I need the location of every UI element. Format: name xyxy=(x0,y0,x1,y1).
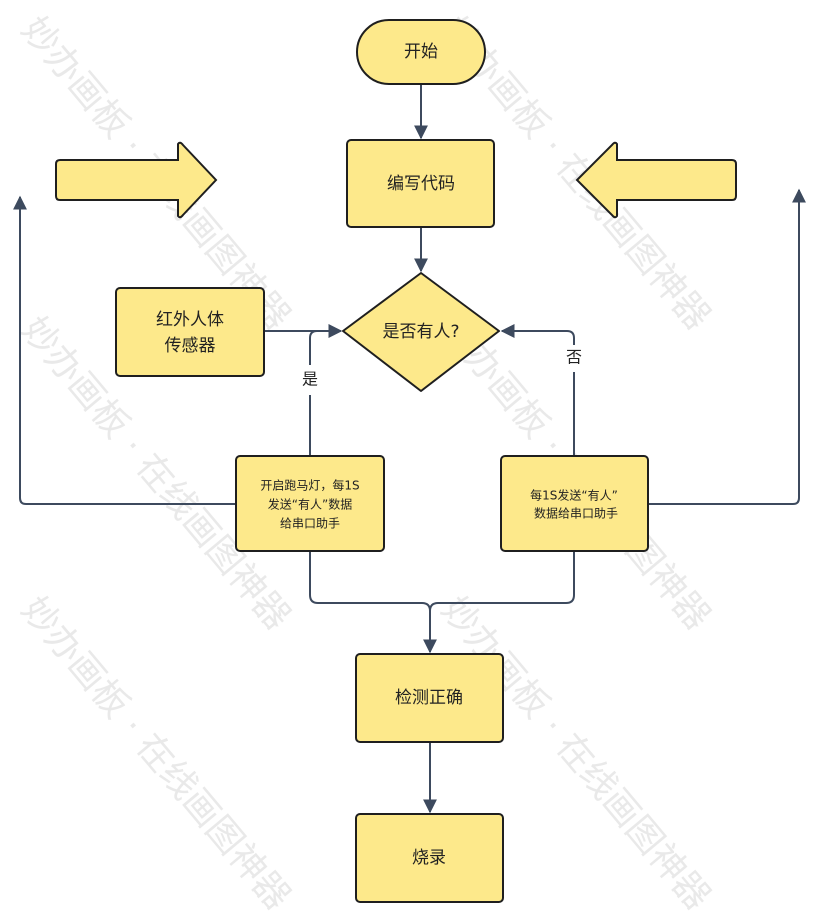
node-burn[interactable]: 烧录 xyxy=(355,813,504,903)
edge-left-loop xyxy=(13,195,236,505)
node-yes-action-label-1: 开启跑马灯，每1S xyxy=(260,478,359,493)
node-no-action-label-1: 每1S发送“有人” xyxy=(530,488,618,503)
node-decision[interactable]: 是否有人? xyxy=(342,272,500,392)
edge-yes-to-verify xyxy=(309,551,431,612)
left-block-arrow-icon xyxy=(575,141,737,219)
node-verify-label: 检测正确 xyxy=(395,688,463,708)
edge-right-loop xyxy=(648,188,806,505)
edge-no xyxy=(502,331,575,456)
node-start-label: 开始 xyxy=(404,42,438,62)
edge-label-yes: 是 xyxy=(302,370,318,389)
right-block-arrow-icon xyxy=(55,141,218,219)
node-start[interactable]: 开始 xyxy=(356,19,486,85)
node-burn-label: 烧录 xyxy=(412,848,446,868)
node-sensor-label-2: 传感器 xyxy=(165,336,216,356)
edge-label-no: 否 xyxy=(566,348,582,367)
edge-no-to-verify xyxy=(423,551,575,654)
node-sensor[interactable]: 红外人体 传感器 xyxy=(115,287,265,377)
node-yes-action-label-3: 给串口助手 xyxy=(280,517,340,531)
node-yes-action-label-2: 发送“有人”数据 xyxy=(268,497,352,512)
node-yes-action[interactable]: 开启跑马灯，每1S 发送“有人”数据 给串口助手 xyxy=(235,455,385,552)
node-write-code[interactable]: 编写代码 xyxy=(346,139,495,228)
node-sensor-label-1: 红外人体 xyxy=(156,310,224,330)
node-no-action-label-2: 数据给串口助手 xyxy=(534,506,618,521)
edge-yes xyxy=(309,330,318,456)
svg-text:妙办画板 · 在线画图神器: 妙办画板 · 在线画图神器 xyxy=(13,589,298,917)
node-no-action[interactable]: 每1S发送“有人” 数据给串口助手 xyxy=(500,455,649,552)
node-write-code-label: 编写代码 xyxy=(387,174,455,194)
node-decision-label: 是否有人? xyxy=(382,322,459,342)
node-verify[interactable]: 检测正确 xyxy=(355,653,504,743)
